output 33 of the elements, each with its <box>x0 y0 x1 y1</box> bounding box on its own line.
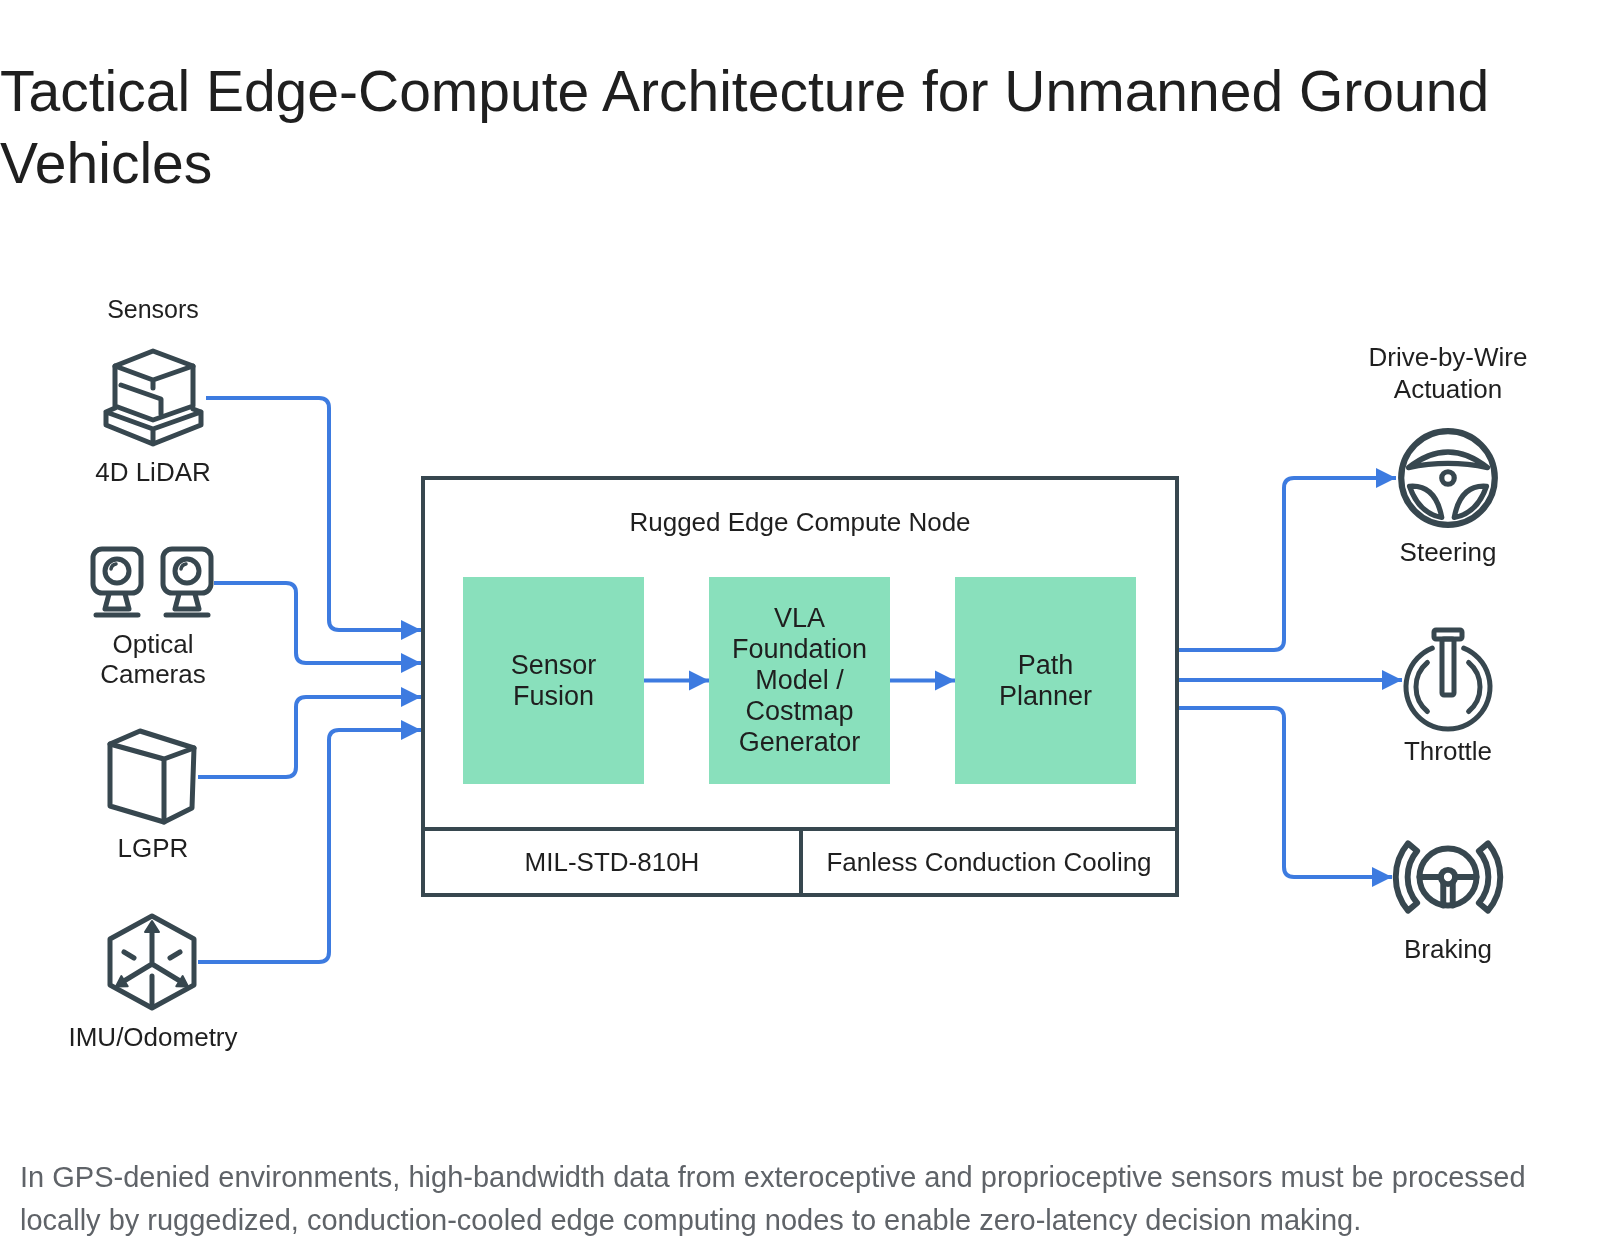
cube-arrows-icon <box>106 913 198 1011</box>
icon-caption: Braking <box>1403 934 1493 964</box>
group-heading: Drive-by-Wire Actuation <box>1368 342 1528 404</box>
steering-wheel-icon <box>1396 426 1500 530</box>
process-box: VLA Foundation Model / Costmap Generator <box>709 577 890 784</box>
throttle-lever-icon <box>1402 627 1494 733</box>
process-box: Path Planner <box>955 577 1136 784</box>
camera-pair-icon <box>90 546 214 620</box>
process-box: Sensor Fusion <box>463 577 644 784</box>
node-heading: Rugged Edge Compute Node <box>629 507 971 537</box>
cube-icon <box>106 728 198 826</box>
connector-arrow <box>1179 706 1392 887</box>
brake-wheel-icon <box>1392 839 1504 915</box>
icon-caption: IMU/Odometry <box>68 1022 238 1052</box>
connector-arrow <box>1179 670 1402 690</box>
compute-node-frame <box>421 476 1179 897</box>
connector-arrow <box>890 670 955 691</box>
icon-caption: 4D LiDAR <box>95 457 211 487</box>
connector-arrow <box>644 670 709 691</box>
spec-cell: MIL-STD-810H <box>425 827 803 893</box>
diagram-title: Tactical Edge-Compute Architecture for Unmanned Ground Vehicles <box>0 59 1490 195</box>
connector-arrow <box>214 581 421 673</box>
icon-caption: LGPR <box>117 833 189 863</box>
connector-arrow <box>1179 468 1396 652</box>
icon-caption: Optical Cameras <box>100 629 206 689</box>
group-heading: Sensors <box>107 295 199 323</box>
connector-arrow <box>206 396 421 640</box>
icon-caption: Throttle <box>1403 736 1493 766</box>
spec-cell: Fanless Conduction Cooling <box>803 827 1175 893</box>
icon-caption: Steering <box>1399 537 1497 567</box>
connector-arrow <box>198 687 421 779</box>
caption: In GPS-denied environments, high-bandwidth data from exteroceptive and proprioceptive sensors must be processed locally by ruggedized, conduction-cooled edge computing nodes to enable zero-latency decision making. <box>20 1161 1526 1236</box>
connector-arrow <box>198 720 421 964</box>
